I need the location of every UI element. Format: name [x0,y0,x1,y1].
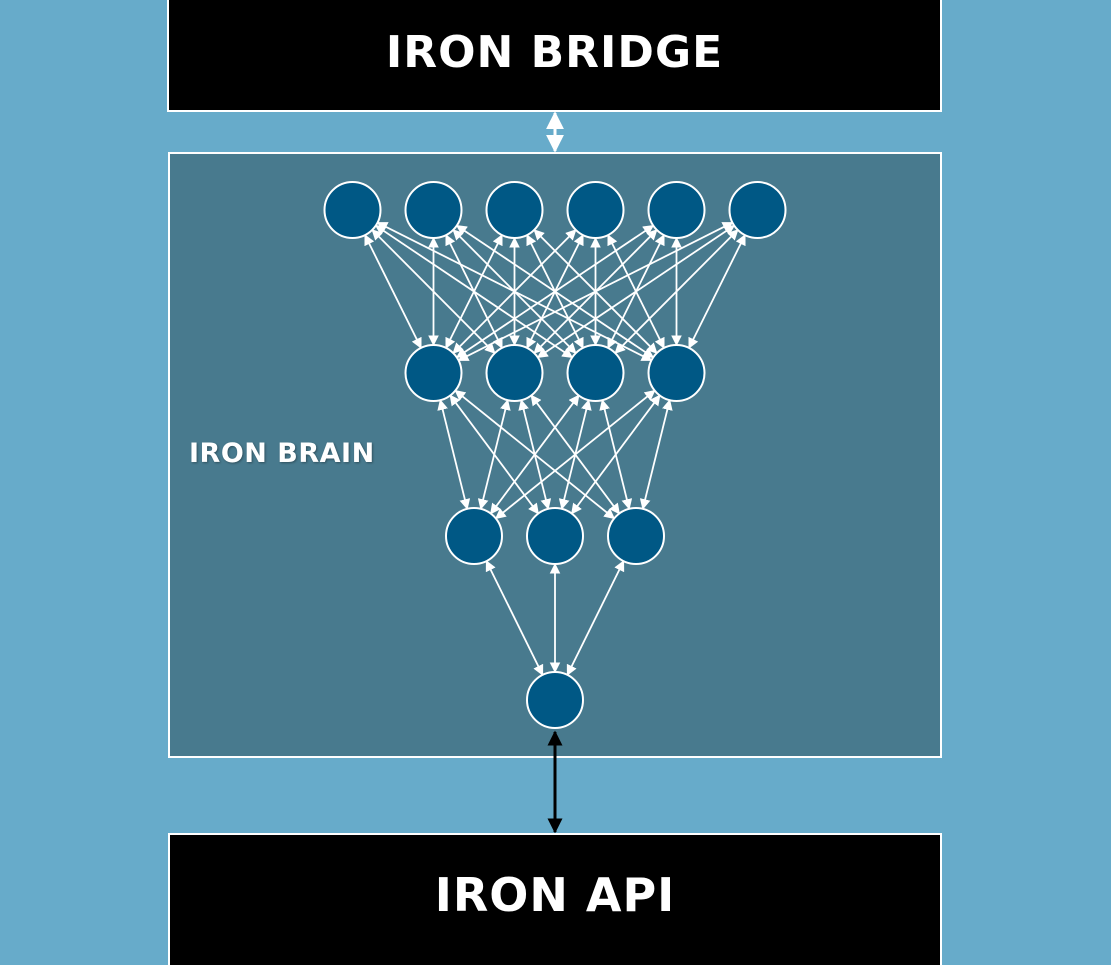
network-edge-l2-0-0 [485,560,544,676]
iron-bridge-label: IRON BRIDGE [385,26,724,78]
network-edge-l1-0-0 [437,399,471,510]
network-edge-l1-3-0 [494,389,656,520]
circle-node-icon-l0-4 [647,181,706,239]
circle-node-icon-l3-0 [526,671,584,729]
circle-node-icon-l0-0 [323,181,382,239]
network-edge-l0-5-1 [536,224,736,359]
circle-node-icon-l1-2 [566,344,625,402]
network-edge-l1-1-0 [477,399,511,510]
network-edge-l2-2-0 [566,560,625,676]
circle-node-icon-l0-1 [404,181,463,239]
iron-brain-label: IRON BRAIN [189,438,375,469]
iron-api-label: IRON API [434,868,676,922]
circle-node-icon-l2-2 [607,507,665,565]
circle-node-icon-l0-2 [485,181,544,239]
network-edge-l1-3-2 [639,399,673,510]
iron-bridge-block: IRON BRIDGE [167,0,942,112]
circle-node-icon-l1-0 [404,344,463,402]
network-edge-l0-5-3 [688,234,746,349]
circle-node-icon-l2-1 [526,507,584,565]
circle-node-icon-l1-1 [485,344,544,402]
iron-api-block: IRON API [168,833,942,965]
circle-node-icon-l0-5 [728,181,787,239]
circle-node-icon-l2-0 [445,507,503,565]
circle-node-icon-l0-3 [566,181,625,239]
circle-node-icon-l1-3 [647,344,706,402]
network-edges [364,221,746,676]
network-nodes [323,181,787,729]
